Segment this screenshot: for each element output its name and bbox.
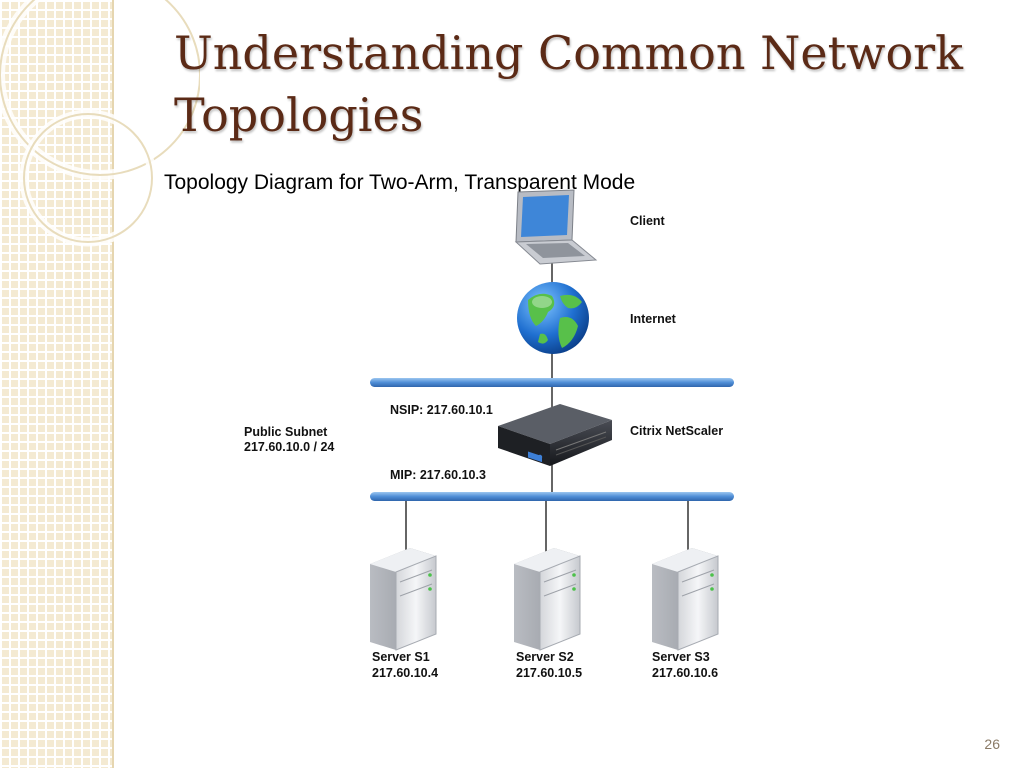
upper-network-bar [370,378,734,387]
server-s2-name: Server S2 [516,650,574,664]
server-icon [514,548,581,651]
client-label: Client [630,214,666,228]
server-s1-ip: 217.60.10.4 [372,666,438,680]
server-s1-name: Server S1 [372,650,430,664]
nsip-label: NSIP: 217.60.10.1 [390,403,493,417]
server-s3-name: Server S3 [652,650,710,664]
server-s3-ip: 217.60.10.6 [652,666,718,680]
lower-network-bar [370,492,734,501]
public-subnet-range: 217.60.10.0 / 24 [244,440,334,454]
internet-label: Internet [630,312,677,326]
globe-icon [517,282,589,354]
laptop-icon [514,189,598,265]
diagram-subtitle: Topology Diagram for Two-Arm, Transparen… [164,171,636,194]
public-subnet-label: Public Subnet [244,425,328,439]
mip-label: MIP: 217.60.10.3 [390,468,486,482]
decorative-circles [0,0,200,247]
page-number: 26 [984,736,1000,752]
netscaler-appliance-icon [498,404,612,466]
connection-lines [405,262,689,556]
slide-title: Understanding Common Network Topologies [174,26,964,142]
server-s2-ip: 217.60.10.5 [516,666,582,680]
server-icon [652,548,719,651]
netscaler-label: Citrix NetScaler [630,424,723,438]
server-icon [370,548,437,651]
